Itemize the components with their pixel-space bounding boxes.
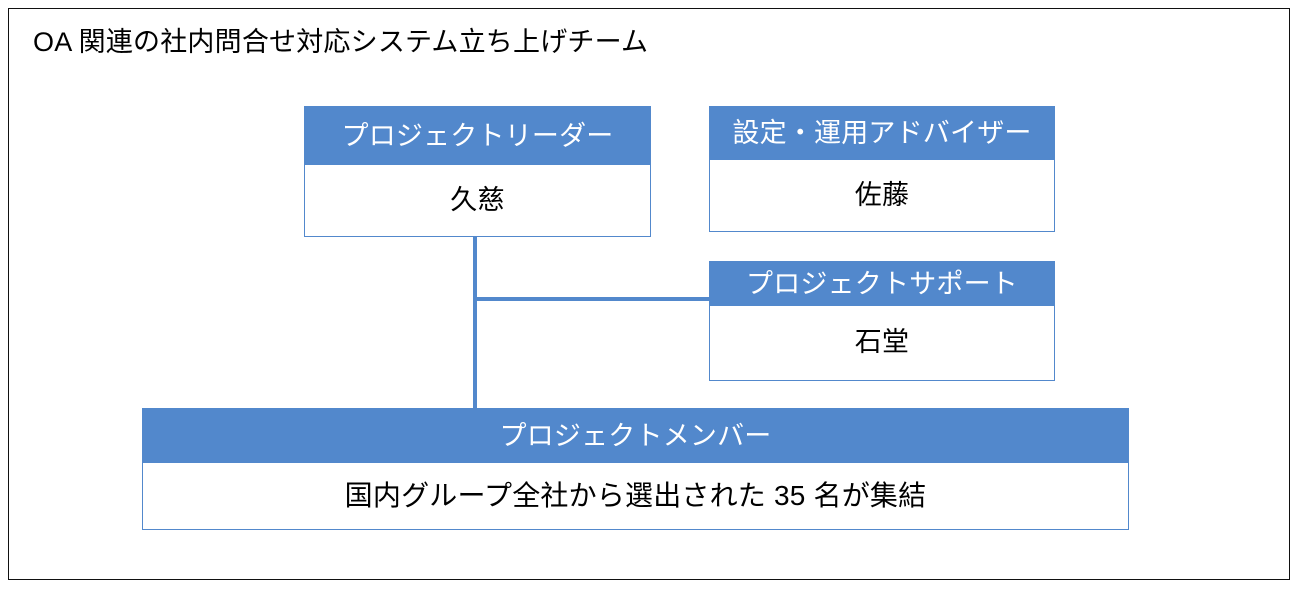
page-frame: OA 関連の社内問合せ対応システム立ち上げチーム プロジェクトリーダー 久慈 設… xyxy=(8,8,1290,580)
node-project-members[interactable]: プロジェクトメンバー 国内グループ全社から選出された 35 名が集結 xyxy=(142,408,1129,530)
node-operations-advisor[interactable]: 設定・運用アドバイザー 佐藤 xyxy=(709,106,1055,232)
node-project-leader-header: プロジェクトリーダー xyxy=(305,107,650,165)
connector-leader-to-members xyxy=(473,236,477,410)
node-project-leader-body: 久慈 xyxy=(305,165,650,235)
node-operations-advisor-header: 設定・運用アドバイザー xyxy=(710,107,1054,160)
node-project-members-body: 国内グループ全社から選出された 35 名が集結 xyxy=(143,463,1128,528)
node-project-leader[interactable]: プロジェクトリーダー 久慈 xyxy=(304,106,651,237)
connector-leader-to-support xyxy=(473,297,711,301)
node-project-members-header: プロジェクトメンバー xyxy=(143,409,1128,463)
node-project-support-header: プロジェクトサポート xyxy=(710,262,1054,306)
node-project-support[interactable]: プロジェクトサポート 石堂 xyxy=(709,261,1055,381)
node-project-support-body: 石堂 xyxy=(710,306,1054,379)
page-title: OA 関連の社内問合せ対応システム立ち上げチーム xyxy=(33,27,649,57)
node-operations-advisor-body: 佐藤 xyxy=(710,160,1054,230)
